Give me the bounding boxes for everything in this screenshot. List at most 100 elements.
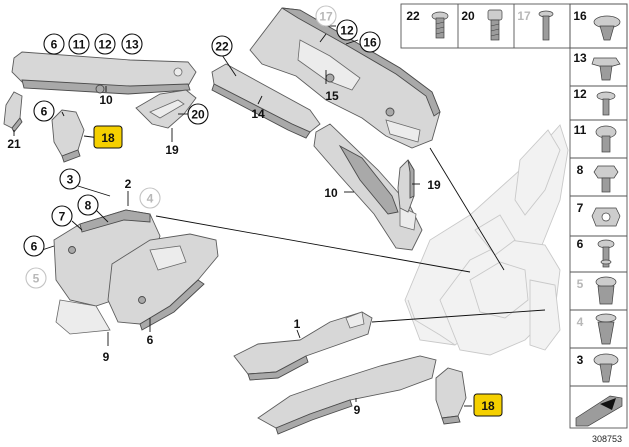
callout-10-upper: 10 bbox=[99, 93, 113, 107]
callout-19-upper: 19 bbox=[165, 143, 179, 157]
svg-text:9: 9 bbox=[354, 403, 361, 417]
callout-4-grey: 4 bbox=[139, 187, 161, 209]
part-1-member bbox=[233, 311, 373, 381]
svg-text:11: 11 bbox=[73, 38, 86, 52]
fastener-label-5: 5 bbox=[577, 277, 584, 291]
svg-text:9: 9 bbox=[103, 350, 110, 364]
callout-6-left: 6 bbox=[23, 235, 45, 257]
expanding-rivet-3-icon bbox=[593, 353, 619, 383]
callout-1: 1 bbox=[294, 317, 301, 331]
clip-17-icon bbox=[538, 10, 554, 41]
part-19-cover-upper bbox=[135, 89, 197, 129]
svg-text:21: 21 bbox=[7, 137, 21, 151]
callout-18-lower-highlight: 18 bbox=[473, 393, 503, 417]
part-18-panel-lower bbox=[435, 367, 467, 425]
svg-text:13: 13 bbox=[125, 38, 139, 52]
body-frame-ghost bbox=[404, 124, 569, 356]
svg-text:6: 6 bbox=[51, 38, 58, 52]
fastener-label-17: 17 bbox=[517, 9, 531, 23]
fastener-label-12: 12 bbox=[573, 87, 587, 101]
svg-text:4: 4 bbox=[147, 192, 154, 206]
svg-text:12: 12 bbox=[340, 24, 354, 38]
part-14-strut bbox=[211, 63, 321, 139]
svg-text:6: 6 bbox=[41, 105, 48, 119]
callout-6-top: 6 bbox=[43, 33, 65, 55]
svg-text:6: 6 bbox=[147, 333, 154, 347]
svg-text:18: 18 bbox=[481, 399, 495, 413]
leader-lines bbox=[13, 25, 546, 407]
callout-7: 7 bbox=[51, 205, 73, 227]
screw-22-icon bbox=[431, 11, 449, 39]
callout-6-mid: 6 bbox=[33, 100, 55, 122]
svg-text:2: 2 bbox=[125, 177, 132, 191]
part-21-bracket bbox=[3, 91, 23, 133]
callout-21: 21 bbox=[7, 137, 21, 151]
callout-9-bottom: 9 bbox=[354, 403, 361, 417]
clip-nut-13-icon bbox=[591, 57, 621, 81]
fastener-label-20: 20 bbox=[461, 9, 475, 23]
sealing-strip-icon bbox=[575, 395, 623, 427]
part-19-strip-lower bbox=[397, 159, 415, 213]
callout-9-left: 9 bbox=[103, 350, 110, 364]
svg-text:7: 7 bbox=[59, 210, 66, 224]
part-2-3-assembly bbox=[53, 209, 219, 335]
fastener-label-7: 7 bbox=[577, 201, 584, 215]
svg-text:17: 17 bbox=[319, 10, 333, 24]
callout-17-grey: 17 bbox=[315, 5, 337, 27]
svg-text:14: 14 bbox=[251, 107, 265, 121]
callout-3: 3 bbox=[59, 168, 81, 190]
expanding-rivet-12-icon bbox=[596, 91, 616, 116]
fastener-label-22: 22 bbox=[406, 9, 420, 23]
expanding-rivet-6-icon bbox=[597, 239, 615, 268]
callout-12-upper-right: 12 bbox=[336, 19, 358, 41]
svg-text:8: 8 bbox=[85, 199, 92, 213]
callout-19-lower: 19 bbox=[427, 178, 441, 192]
part-9-member bbox=[257, 355, 437, 435]
callout-16: 16 bbox=[359, 31, 381, 53]
callout-11: 11 bbox=[68, 33, 90, 55]
svg-text:5: 5 bbox=[33, 272, 40, 286]
svg-text:12: 12 bbox=[98, 38, 112, 52]
hex-bolt-8-icon bbox=[593, 165, 619, 193]
callout-20: 20 bbox=[187, 103, 209, 125]
svg-text:1: 1 bbox=[294, 317, 301, 331]
callout-22: 22 bbox=[211, 35, 233, 57]
fastener-label-16: 16 bbox=[573, 9, 587, 23]
callout-12-top: 12 bbox=[94, 33, 116, 55]
svg-text:22: 22 bbox=[215, 40, 229, 54]
svg-text:20: 20 bbox=[191, 108, 205, 122]
fastener-label-4: 4 bbox=[577, 315, 584, 329]
part-10-channel-lower bbox=[313, 123, 423, 251]
fastener-label-3: 3 bbox=[577, 353, 584, 367]
svg-text:18: 18 bbox=[101, 131, 115, 145]
svg-text:15: 15 bbox=[325, 89, 339, 103]
svg-text:10: 10 bbox=[324, 186, 338, 200]
callout-2: 2 bbox=[125, 177, 132, 191]
diagram-id: 308753 bbox=[592, 434, 622, 444]
svg-text:6: 6 bbox=[31, 240, 38, 254]
svg-text:16: 16 bbox=[363, 36, 377, 50]
callout-18-upper-highlight: 18 bbox=[93, 125, 123, 149]
callout-8: 8 bbox=[77, 194, 99, 216]
fastener-label-6: 6 bbox=[577, 237, 584, 251]
callout-15: 15 bbox=[325, 89, 339, 103]
part-18-panel-upper bbox=[51, 109, 85, 163]
expanding-rivet-16-icon bbox=[593, 15, 621, 41]
svg-text:3: 3 bbox=[67, 173, 74, 187]
callout-13: 13 bbox=[121, 33, 143, 55]
fastener-label-11: 11 bbox=[574, 123, 587, 137]
callout-6-bottom: 6 bbox=[147, 333, 154, 347]
part-10-channel-upper bbox=[11, 51, 197, 95]
svg-text:10: 10 bbox=[99, 93, 113, 107]
rivet-5-icon bbox=[595, 276, 617, 305]
fastener-label-13: 13 bbox=[573, 51, 587, 65]
svg-text:19: 19 bbox=[427, 178, 441, 192]
bolt-20-icon bbox=[487, 9, 503, 41]
push-rivet-11-icon bbox=[595, 125, 617, 153]
svg-text:19: 19 bbox=[165, 143, 179, 157]
callout-10-lower: 10 bbox=[324, 186, 338, 200]
spreading-clip-4-icon bbox=[595, 313, 617, 345]
callout-14: 14 bbox=[251, 107, 265, 121]
nut-7-icon bbox=[591, 207, 621, 227]
